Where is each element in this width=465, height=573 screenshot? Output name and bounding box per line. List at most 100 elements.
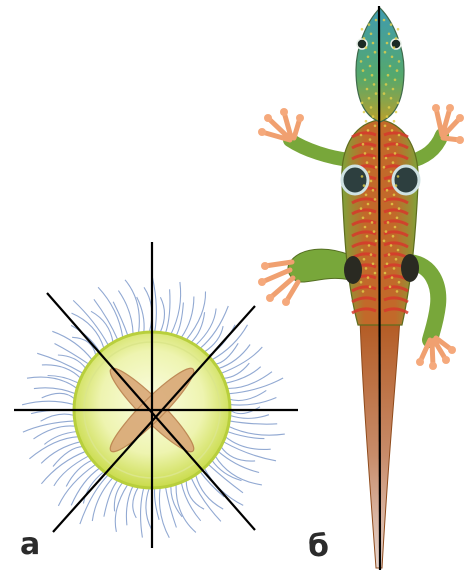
tentacle [71,468,100,505]
scale-dot [389,138,392,141]
scale-dot [369,138,372,141]
scale-dot [360,60,363,63]
scale-dot [366,235,369,238]
scale-dot [391,276,394,279]
panel-label-a: а [20,530,40,560]
panel-label-b: б [308,532,329,562]
scale-dot [366,161,369,164]
scale-dot [398,134,401,137]
scale-dot [397,102,400,105]
tentacle [66,460,92,486]
scale-dot [388,33,391,36]
scale-dot [396,290,399,293]
scale-dot [360,207,363,210]
tentacle [196,309,217,346]
scale-dot [390,97,393,100]
scale-dot [370,33,373,36]
scale-dot [364,152,367,155]
scale-dot [372,115,375,118]
scale-dot [386,263,389,266]
scale-dot [374,272,377,275]
tentacle [230,398,277,406]
scale-dot [374,51,377,54]
scale-dot [365,46,368,49]
scale-dot [368,171,371,174]
scale-dot [363,37,366,40]
tentacle [212,460,242,481]
scale-dot [384,125,387,128]
scale-dot [398,60,401,63]
scale-dot [395,184,398,187]
tentacle [144,287,152,332]
tentacle [229,390,266,400]
scale-dot [365,120,368,123]
scale-dot [375,19,378,22]
scale-dot [387,221,390,224]
scale-dot [368,244,371,247]
scale-dot [396,217,399,220]
tentacle [176,484,196,532]
scale-dot [372,189,375,192]
scale-dot [390,244,393,247]
tentacle [98,287,123,337]
scale-dot [385,230,388,233]
scale-dot [371,148,374,151]
scale-dot [396,69,399,72]
bilateral-symmetry-axis [379,6,380,570]
tentacle [228,426,284,435]
tentacle [208,325,235,356]
scale-dot [388,106,391,109]
scale-dot [363,184,366,187]
tentacle [29,437,78,459]
scale-dot [398,281,401,284]
scale-dot [371,221,374,224]
scale-dot [397,249,400,252]
scale-dot [368,97,371,100]
scale-dot [372,42,375,45]
scale-dot [384,198,387,201]
scale-dot [369,212,372,215]
scale-dot [361,102,364,105]
scale-dot [386,189,389,192]
tentacle [72,337,96,356]
scale-dot [389,212,392,215]
scale-dot [374,198,377,201]
scale-dot [389,286,392,289]
scale-dot [367,276,370,279]
tentacle [41,451,86,484]
tentacle [186,480,204,509]
scale-dot [390,171,393,174]
scale-dot [383,240,386,243]
scale-dot [389,65,392,68]
tentacle [221,347,262,373]
scale-dot [361,249,364,252]
tentacle [113,302,128,336]
scale-dot [365,194,368,197]
scale-dot [369,65,372,68]
scale-dot [361,175,364,178]
scale-dot [395,258,398,261]
tentacle [223,442,276,461]
scale-dot [362,143,365,146]
scale-dot [383,92,386,95]
scale-dot [383,166,386,169]
tentacle [204,326,223,352]
tentacle [126,486,133,526]
scale-dot [395,111,398,114]
scale-dot [393,120,396,123]
scale-dot [362,69,365,72]
scale-dot [371,74,374,77]
scale-dot [393,194,396,197]
scale-dot [395,37,398,40]
scale-dot [387,148,390,151]
tentacle [155,488,160,520]
scale-dot [388,253,391,256]
scale-dot [394,79,397,82]
scale-dot [393,267,396,270]
tentacle [166,289,170,333]
tentacle [48,376,79,384]
scale-dot [361,28,364,31]
tentacle [137,297,144,332]
scale-dot [363,111,366,114]
